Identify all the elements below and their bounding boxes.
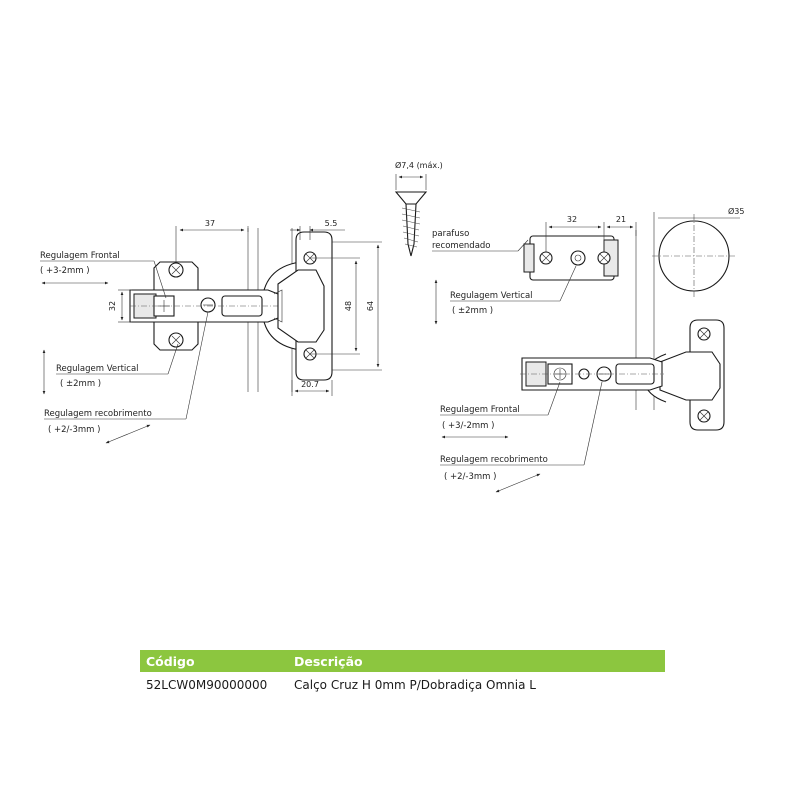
right-frontal-label: Regulagem Frontal (440, 405, 520, 415)
leader-line (153, 260, 167, 299)
right-hinge-view: 32 21 Ø35 Regulagem Vertical ( ±2mm ) (434, 206, 744, 493)
hinge-boss (277, 269, 325, 343)
screw-shank (405, 203, 417, 257)
leader-line (547, 381, 561, 416)
right-frontal-value: ( +3/-2mm ) (442, 421, 494, 431)
left-overlay-value: ( +2/-3mm ) (48, 425, 100, 435)
dim-5-5: 5.5 (325, 219, 338, 228)
screw-head (394, 191, 428, 205)
screw-slot (541, 253, 551, 263)
right-vertical-label: Regulagem Vertical (450, 291, 533, 301)
dim-20-7: 20.7 (301, 380, 319, 389)
plate-center-hole (574, 254, 582, 262)
left-hinge-view: 37 5.5 32 48 64 20.7 Regulagem Frontal (… (40, 219, 382, 444)
screw-slot (171, 335, 181, 345)
leader-line (583, 381, 603, 466)
product-code: 52LCW0M90000000 (146, 678, 268, 692)
knuckle (273, 289, 283, 323)
dim-32: 32 (567, 215, 577, 224)
left-frontal-label: Regulagem Frontal (40, 251, 120, 261)
screw-thread (401, 207, 421, 248)
left-vertical-value: ( ±2mm ) (60, 379, 101, 389)
product-description: Calço Cruz H 0mm P/Dobradiça Omnia L (294, 678, 536, 692)
leader-line (517, 239, 529, 252)
overlay-arrow (495, 473, 541, 493)
right-overlay-label: Regulagem recobrimento (440, 455, 548, 465)
product-table: Código Descrição 52LCW0M90000000 Calço C… (140, 650, 665, 692)
dim-48: 48 (344, 301, 353, 311)
screw-slot (599, 253, 609, 263)
hinge-boss (659, 351, 721, 401)
right-overlay-value: ( +2/-3mm ) (444, 472, 496, 482)
dim-37: 37 (205, 219, 215, 228)
plate-center-screw (570, 250, 586, 266)
screw-label-1: parafuso (432, 229, 469, 239)
left-overlay-label: Regulagem recobrimento (44, 409, 152, 419)
dim-21: 21 (616, 215, 626, 224)
screw-slot (699, 411, 709, 421)
left-vertical-label: Regulagem Vertical (56, 364, 139, 374)
dim-32: 32 (108, 301, 117, 311)
screw-label-2: recomendado (432, 241, 491, 251)
leader-line (559, 265, 577, 302)
table-row: 52LCW0M90000000 Calço Cruz H 0mm P/Dobra… (140, 672, 665, 692)
dim-64: 64 (366, 301, 375, 311)
right-vertical-value: ( ±2mm ) (452, 306, 493, 316)
leader-line (185, 311, 209, 420)
left-frontal-value: ( +3-2mm ) (40, 266, 90, 276)
recommended-screw: Ø7,4 (máx.) parafuso recomendado (394, 160, 529, 257)
header-description: Descrição (288, 650, 665, 672)
header-code: Código (140, 650, 288, 672)
screw-diameter: Ø7,4 (máx.) (395, 160, 443, 170)
leader-line (167, 343, 179, 375)
screw-slot (171, 265, 181, 275)
cup-diameter: Ø35 (728, 206, 744, 216)
overlay-arrow (105, 424, 151, 444)
plate-end (523, 243, 535, 273)
screw-slot (699, 329, 709, 339)
table-header-row: Código Descrição (140, 650, 665, 672)
